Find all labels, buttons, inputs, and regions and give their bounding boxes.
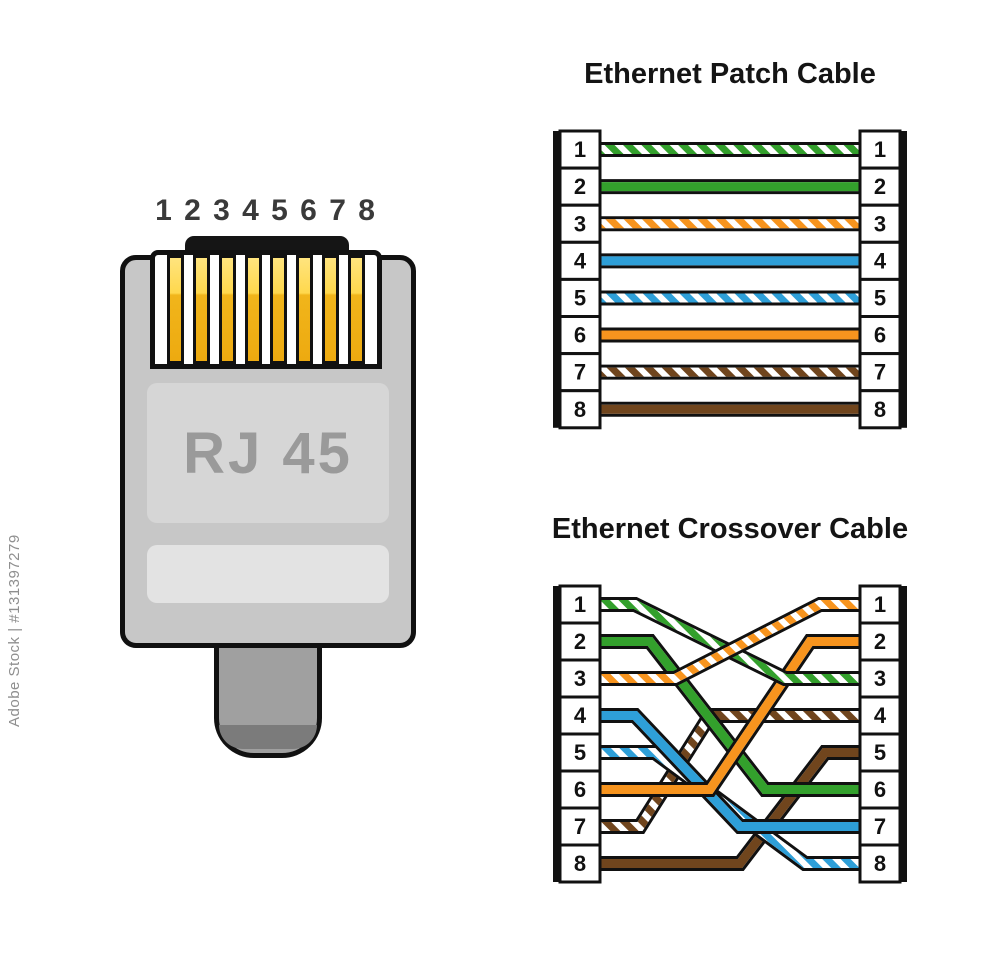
pin-cell-left-8 [558, 843, 602, 884]
pin-number-left-7: 7 [574, 360, 586, 385]
pin-cell-right-1 [858, 129, 902, 170]
pin-number-right-4: 4 [874, 248, 887, 273]
pin-cell-right-8 [858, 389, 902, 430]
patch-cable-title: Ethernet Patch Cable [584, 58, 876, 90]
crossover-cable-title: Ethernet Crossover Cable [551, 513, 909, 545]
rj45-pin-1 [166, 255, 184, 364]
rj45-pin-block [150, 250, 382, 369]
pin-cell-right-8 [858, 843, 902, 884]
pin-number-right-2: 2 [874, 174, 886, 199]
pin-cell-left-8 [558, 389, 602, 430]
rj45-pin-5 [270, 255, 288, 364]
pin-cell-right-4 [858, 240, 902, 281]
rj45-pin-3 [218, 255, 236, 364]
pin-number-right-6: 6 [874, 777, 886, 802]
pin-cell-right-5 [858, 277, 902, 318]
rj45-pin-2 [192, 255, 210, 364]
pin-cell-left-3 [558, 658, 602, 699]
pin-number-right-3: 3 [874, 211, 886, 236]
connector-edge-right [900, 586, 907, 882]
pin-number-left-3: 3 [574, 666, 586, 691]
rj45-lower-panel [147, 545, 389, 603]
pin-cell-right-1 [858, 584, 902, 625]
connector-edge-left [553, 131, 560, 428]
pin-cell-left-5 [558, 732, 602, 773]
wire-pin6-to-pin2 [600, 637, 860, 794]
rj45-label: RJ 45 [183, 420, 353, 486]
pin-number-left-1: 1 [574, 592, 586, 617]
pin-number-left-2: 2 [574, 174, 586, 199]
rj45-cable-band [219, 725, 317, 749]
pin-number-left-6: 6 [574, 777, 586, 802]
pin-number-right-7: 7 [874, 814, 886, 839]
pin-cell-left-4 [558, 695, 602, 736]
pin-number-left-5: 5 [574, 740, 586, 765]
rj45-cable [214, 640, 322, 758]
pin-number-left-4: 4 [574, 248, 587, 273]
connector-edge-left [553, 586, 560, 882]
pin-number-left-6: 6 [574, 323, 586, 348]
pin-number-left-7: 7 [574, 814, 586, 839]
pin-number-left-4: 4 [574, 703, 587, 728]
pin-number-right-1: 1 [874, 592, 886, 617]
pin-number-left-5: 5 [574, 285, 586, 310]
patch-cable-diagram: 1 1 2 2 3 3 4 4 5 5 6 6 7 7 8 8 [553, 129, 907, 430]
rj45-pin-7 [322, 255, 340, 364]
pin-cell-right-7 [858, 806, 902, 847]
pin-cell-right-3 [858, 203, 902, 244]
rj45-pin-6 [296, 255, 314, 364]
connector-edge-right [900, 131, 907, 428]
pin-cell-left-6 [558, 315, 602, 356]
pin-number-left-3: 3 [574, 211, 586, 236]
crossover-cable-diagram: 1 1 2 2 3 3 4 4 5 5 6 6 7 7 8 8 [553, 584, 907, 884]
pin-number-right-6: 6 [874, 323, 886, 348]
pin-cell-left-2 [558, 166, 602, 207]
pin-number-right-7: 7 [874, 360, 886, 385]
pin-number-right-1: 1 [874, 137, 886, 162]
rj45-pin-numbers: 1 2 3 4 5 6 7 8 [155, 194, 377, 227]
pin-number-right-3: 3 [874, 666, 886, 691]
wire-pin1-to-pin3 [600, 600, 860, 683]
pin-number-left-8: 8 [574, 851, 586, 876]
pin-number-left-8: 8 [574, 397, 586, 422]
wire-pin3-to-pin1 [600, 600, 860, 683]
wire-pin8-to-pin5 [600, 748, 860, 868]
pin-cell-left-5 [558, 277, 602, 318]
pin-number-left-2: 2 [574, 629, 586, 654]
wire-pin2-to-pin6 [600, 637, 860, 794]
rj45-pin-4 [244, 255, 262, 364]
pin-cell-right-5 [858, 732, 902, 773]
pin-number-right-8: 8 [874, 851, 886, 876]
pin-cell-left-3 [558, 203, 602, 244]
pin-number-right-2: 2 [874, 629, 886, 654]
pin-number-right-8: 8 [874, 397, 886, 422]
rj45-label-panel: RJ 45 [147, 383, 389, 523]
pin-cell-right-6 [858, 769, 902, 810]
wire-pin4-to-pin7 [600, 711, 860, 831]
pin-number-left-1: 1 [574, 137, 586, 162]
rj45-pin-8 [348, 255, 365, 364]
pin-number-right-4: 4 [874, 703, 887, 728]
pin-number-right-5: 5 [874, 740, 886, 765]
pin-number-right-5: 5 [874, 285, 886, 310]
